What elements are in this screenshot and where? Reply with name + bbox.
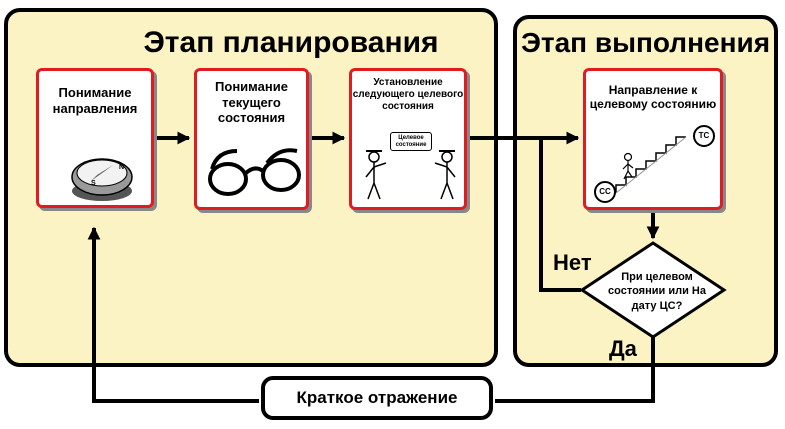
decision-yes-label: Да [609, 336, 637, 361]
compass-icon: N S [71, 158, 133, 201]
target-state-badge: ТС [693, 125, 715, 147]
svg-text:N: N [119, 164, 124, 171]
step-understand-current-state: Понимание текущего состояния [194, 68, 309, 210]
decision-diamond [579, 241, 727, 339]
step-set-next-target-state-label: Установление следующего целевого состоян… [352, 77, 464, 112]
step-move-toward-target-state: Направление к целевому состоянию СС ТС [583, 68, 723, 210]
step-understand-current-state-label: Понимание текущего состояния [215, 79, 288, 126]
brief-reflection-box: Краткое отражение [261, 376, 493, 420]
step-understand-direction-label: Понимание направления [52, 85, 138, 116]
execution-stage-title: Этап выполнения [520, 27, 771, 58]
start-state-badge: СС [594, 181, 616, 203]
step-set-next-target-state: Установление следующего целевого состоян… [349, 68, 467, 210]
no-loop-line [539, 138, 581, 292]
target-state-sign: Целевое состояние [390, 132, 432, 152]
yes-return-line [495, 336, 655, 403]
stairs-icon [615, 136, 687, 194]
svg-text:S: S [91, 180, 96, 187]
step-move-toward-target-state-label: Направление к целевому состоянию [589, 83, 717, 112]
people-icon [365, 150, 456, 200]
step-understand-direction: Понимание направления N S [36, 68, 154, 208]
planning-stage-title: Этап планирования [143, 26, 439, 59]
glasses-icon [208, 148, 301, 196]
reflection-to-direction-line [87, 226, 259, 403]
decision-no-label: Нет [553, 250, 592, 275]
decision-question: При целевом состоянии или На дату ЦС? [608, 271, 706, 312]
